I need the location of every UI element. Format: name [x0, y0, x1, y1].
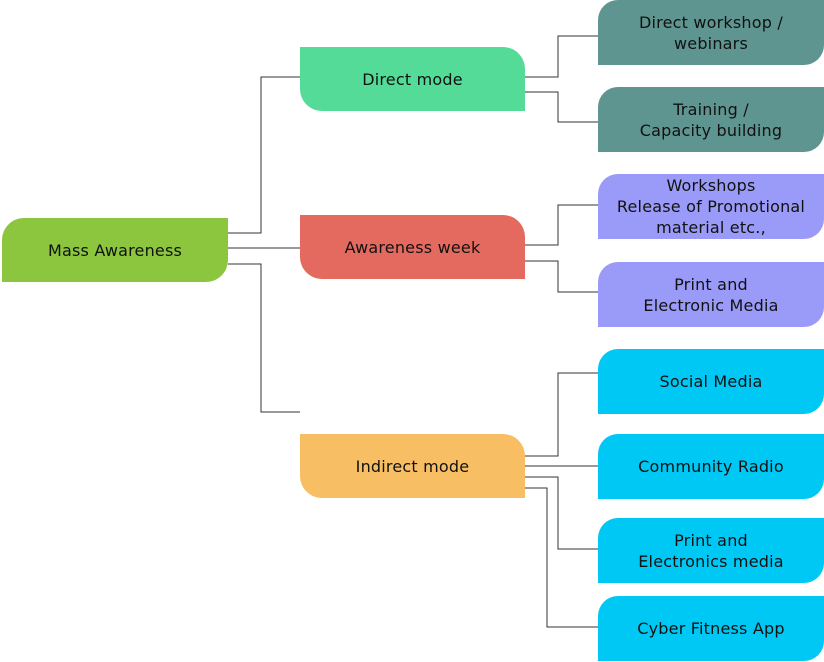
connector-indirect-3 [525, 476, 598, 550]
branch-direct-label: Direct mode [362, 69, 463, 89]
leaf-print-electronic-media-label: Print and Electronic Media [643, 274, 779, 315]
leaf-workshops-promotional-label: Workshops Release of Promotional materia… [616, 176, 806, 237]
leaf-community-radio: Community Radio [598, 434, 824, 499]
connector-awareness-1 [525, 204, 598, 246]
branch-direct-mode: Direct mode [300, 47, 525, 111]
leaf-training: Training / Capacity building [598, 87, 824, 152]
leaf-social-media: Social Media [598, 349, 824, 414]
leaf-direct-workshop: Direct workshop / webinars [598, 0, 824, 65]
leaf-training-label: Training / Capacity building [639, 99, 783, 140]
connector-awareness-2 [525, 260, 598, 293]
connector-indirect-4 [525, 487, 598, 628]
leaf-print-electronics-media: Print and Electronics media [598, 518, 824, 583]
connector-indirect-1 [525, 372, 598, 457]
leaf-social-media-label: Social Media [659, 372, 763, 391]
connector-direct-2 [525, 91, 598, 123]
leaf-workshops-promotional: Workshops Release of Promotional materia… [598, 174, 824, 239]
leaf-print-electronic-media: Print and Electronic Media [598, 262, 824, 327]
leaf-direct-workshop-label: Direct workshop / webinars [638, 12, 783, 53]
branch-awareness-label: Awareness week [344, 237, 481, 257]
branch-awareness-week: Awareness week [300, 215, 525, 279]
leaf-print-electronics-media-label: Print and Electronics media [638, 530, 784, 571]
branch-indirect-mode: Indirect mode [300, 434, 525, 498]
leaf-cyber-fitness-app-label: Cyber Fitness App [637, 619, 785, 638]
connector-direct-1 [525, 35, 598, 78]
connector-root-direct [228, 76, 300, 234]
root-node: Mass Awareness [2, 218, 228, 282]
root-label: Mass Awareness [47, 240, 183, 260]
branch-indirect-label: Indirect mode [355, 456, 470, 476]
leaf-cyber-fitness-app: Cyber Fitness App [598, 596, 824, 661]
leaf-community-radio-label: Community Radio [638, 457, 784, 476]
connector-root-indirect [228, 263, 300, 413]
